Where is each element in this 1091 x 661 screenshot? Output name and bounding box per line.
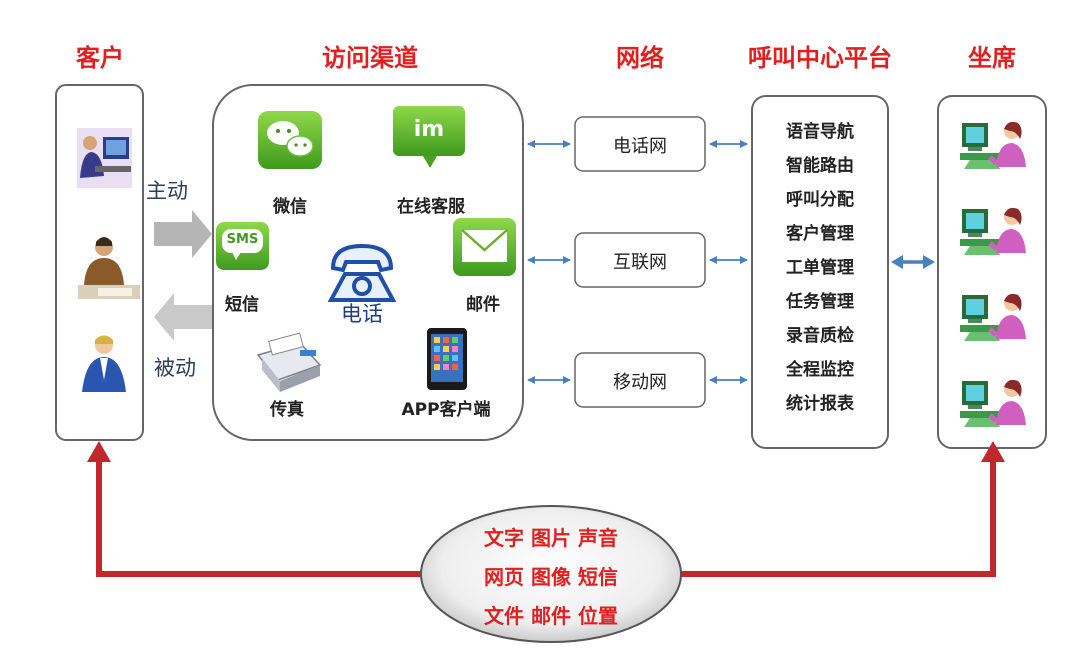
net-box-mobile	[574, 352, 706, 408]
passive-label: 被动	[154, 356, 196, 380]
agent-box	[937, 95, 1047, 449]
network-phone: 电话网	[613, 136, 667, 157]
channel-app: APP客户端	[401, 400, 491, 420]
media-line-3: 文件 邮件 位置	[484, 604, 618, 628]
header-network: 网络	[616, 44, 664, 72]
agent-icon	[960, 121, 1026, 169]
customer-figure-3	[82, 335, 126, 392]
platform-func: 任务管理	[786, 292, 854, 312]
customer-figure-2	[78, 237, 140, 299]
email-icon-shape	[453, 218, 516, 276]
header-agents: 坐席	[968, 44, 1016, 72]
media-line-1: 文字 图片 声音	[484, 526, 618, 550]
channel-wechat: 微信	[273, 197, 307, 217]
im-icon: im	[413, 117, 445, 142]
header-channels: 访问渠道	[322, 44, 418, 72]
net-box-phone	[574, 116, 706, 172]
fax-icon-shape	[256, 332, 322, 392]
network-internet: 互联网	[613, 252, 667, 273]
platform-func: 工单管理	[786, 258, 854, 278]
agent-icon	[960, 379, 1026, 427]
platform-func: 全程监控	[786, 360, 854, 380]
net-box-internet	[574, 232, 706, 288]
channel-sms: 短信	[225, 295, 259, 315]
agent-icon	[960, 207, 1026, 255]
active-arrow	[154, 210, 212, 258]
active-label: 主动	[146, 179, 188, 203]
customer-figure-1	[77, 128, 132, 188]
channel-email: 邮件	[466, 295, 500, 315]
smartphone-icon-shape	[427, 328, 467, 390]
wechat-icon-shape	[258, 111, 322, 169]
platform-func: 统计报表	[786, 394, 854, 414]
channel-online-service: 在线客服	[397, 197, 465, 217]
platform-func: 智能路由	[786, 156, 854, 176]
platform-func: 录音质检	[786, 326, 854, 346]
platform-func: 语音导航	[786, 122, 854, 142]
phone-icon-shape	[327, 243, 397, 302]
platform-box	[751, 95, 889, 449]
sms-icon: SMS	[226, 232, 259, 247]
channel-fax: 传真	[270, 400, 304, 420]
platform-func: 呼叫分配	[786, 190, 854, 210]
network-mobile: 移动网	[613, 372, 667, 393]
media-ellipse	[420, 505, 682, 643]
platform-func: 客户管理	[786, 224, 854, 244]
header-platform: 呼叫中心平台	[748, 44, 892, 72]
channel-phone: 电话	[341, 302, 383, 326]
header-customer: 客户	[76, 44, 124, 72]
media-line-2: 网页 图像 短信	[484, 565, 618, 589]
platform-agent-arrow	[891, 255, 935, 269]
agent-figures	[960, 121, 1026, 427]
im-icon-shape	[393, 106, 465, 168]
passive-arrow	[154, 293, 212, 341]
agent-icon	[960, 293, 1026, 341]
connectors	[527, 140, 748, 384]
red-arrows	[96, 458, 996, 577]
sms-icon-shape	[216, 222, 269, 270]
